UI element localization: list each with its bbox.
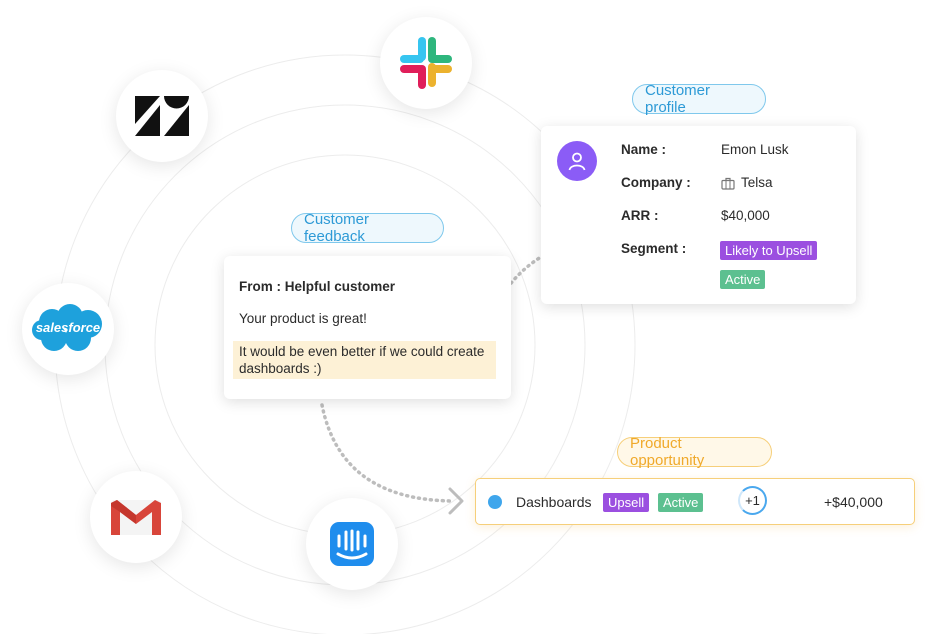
- opportunity-tag-active: Active: [658, 493, 704, 512]
- opportunity-name: Dashboards: [516, 494, 592, 510]
- user-icon: [568, 152, 586, 171]
- briefcase-icon: [721, 177, 735, 190]
- profile-company-value: Telsa: [741, 175, 773, 190]
- customer-feedback-pill: Customer feedback: [291, 211, 444, 245]
- segment-tag-upsell: Likely to Upsell: [720, 241, 818, 260]
- avatar: [557, 141, 597, 181]
- zendesk-logo: [116, 70, 208, 162]
- customer-feedback-card: From : Helpful customer Your product is …: [224, 256, 511, 399]
- product-opportunity-card: Dashboards Upsell Active +1 +$40,000: [475, 478, 915, 525]
- salesforce-logo: salesforce: [22, 283, 114, 375]
- customer-profile-card: Name : Emon Lusk Company : Telsa ARR : $…: [541, 126, 856, 304]
- feedback-from: From : Helpful customer: [239, 279, 396, 294]
- segment-tag-active: Active: [720, 270, 766, 289]
- opportunity-tag-upsell: Upsell: [603, 493, 650, 512]
- profile-company-label: Company :: [621, 175, 691, 190]
- profile-segment-label: Segment :: [621, 241, 687, 256]
- feedback-highlight: It would be even better if we could crea…: [233, 341, 496, 379]
- gmail-icon: [111, 500, 161, 535]
- opportunity-dot: [488, 495, 502, 509]
- profile-arr-label: ARR :: [621, 208, 659, 223]
- opportunity-value: +$40,000: [824, 494, 883, 510]
- gmail-logo: [90, 471, 182, 563]
- salesforce-icon: [32, 304, 102, 351]
- profile-name-label: Name :: [621, 142, 667, 157]
- opportunity-count: +1: [738, 486, 767, 515]
- salesforce-wordmark: salesforce: [35, 320, 101, 335]
- profile-name-value: Emon Lusk: [721, 142, 789, 157]
- feedback-line: Your product is great!: [239, 311, 367, 326]
- profile-arr-value: $40,000: [721, 208, 770, 223]
- slack-logo: [380, 17, 472, 109]
- intercom-logo: [306, 498, 398, 590]
- customer-profile-pill: Customer profile: [632, 82, 766, 116]
- slack-icon: [400, 37, 452, 89]
- intercom-icon: [330, 522, 374, 566]
- zendesk-icon: [135, 96, 189, 136]
- product-opportunity-pill: Product opportunity: [617, 435, 772, 469]
